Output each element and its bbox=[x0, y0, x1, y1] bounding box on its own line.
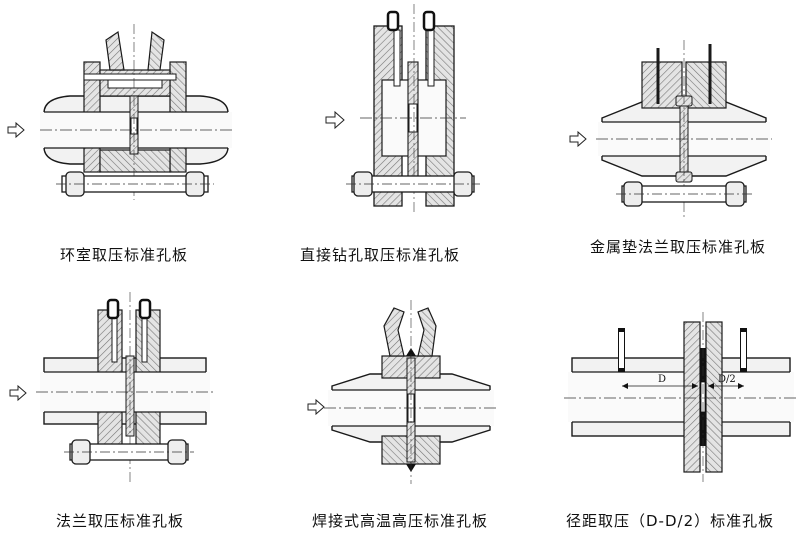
figure-welded-hp: 焊接式高温高压标准孔板 bbox=[290, 286, 530, 535]
figure-direct-drill: 直接钻孔取压标准孔板 bbox=[290, 0, 530, 264]
flow-arrow-icon bbox=[569, 130, 587, 148]
figure-radius-tap: D D/2 径距取压（D-D/2）标准孔板 bbox=[560, 286, 800, 535]
caption-ring-chamber: 环室取压标准孔板 bbox=[60, 246, 189, 264]
welded-hp-drawing bbox=[307, 300, 498, 484]
caption-metal-gasket: 金属垫法兰取压标准孔板 bbox=[590, 238, 767, 256]
caption-direct-drill: 直接钻孔取压标准孔板 bbox=[300, 246, 461, 264]
flow-arrow-icon bbox=[325, 110, 345, 130]
figure-flange-tap: 法兰取压标准孔板 bbox=[0, 286, 260, 535]
direct-drill-drawing bbox=[325, 4, 480, 214]
ring-chamber-drawing bbox=[7, 24, 234, 200]
figure-metal-gasket: 金属垫法兰取压标准孔板 bbox=[560, 0, 800, 260]
flow-arrow-icon bbox=[9, 384, 27, 402]
caption-flange-tap: 法兰取压标准孔板 bbox=[56, 512, 185, 530]
flange-tap-drawing bbox=[9, 292, 214, 482]
flow-arrow-icon bbox=[307, 398, 325, 416]
radius-tap-drawing: D D/2 bbox=[564, 312, 796, 482]
figure-ring-chamber: 环室取压标准孔板 bbox=[0, 0, 260, 264]
caption-welded-hp: 焊接式高温高压标准孔板 bbox=[312, 512, 489, 530]
dimension-d-half-label: D/2 bbox=[718, 374, 736, 385]
metal-gasket-drawing bbox=[569, 40, 772, 220]
flow-arrow-icon bbox=[7, 121, 25, 139]
caption-radius-tap: 径距取压（D-D/2）标准孔板 bbox=[566, 512, 775, 530]
dimension-d-label: D bbox=[658, 374, 666, 385]
